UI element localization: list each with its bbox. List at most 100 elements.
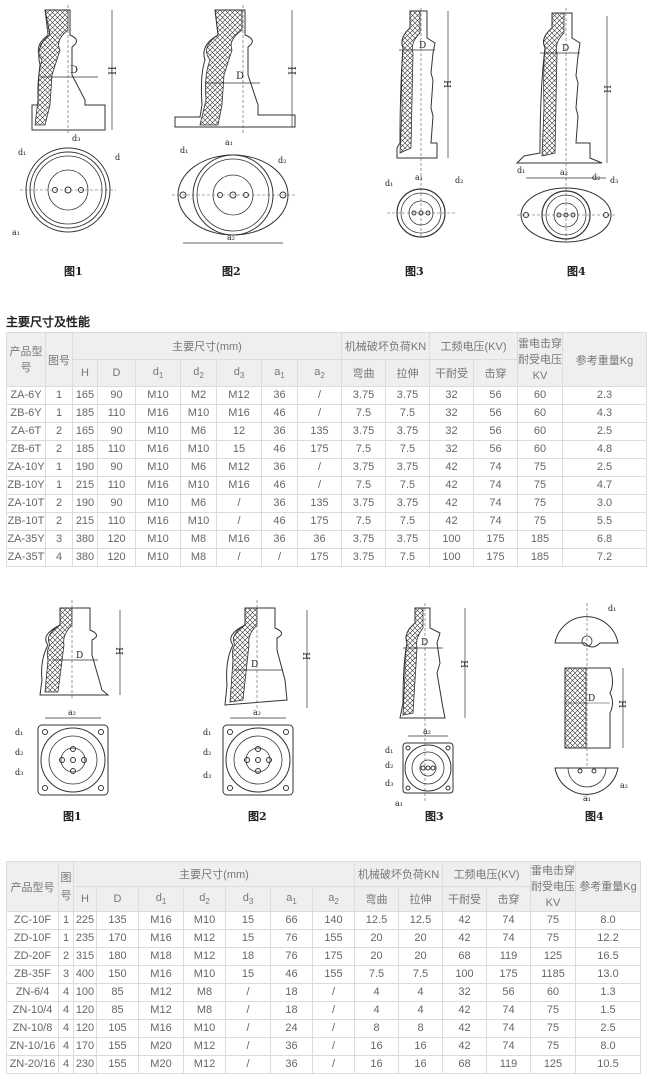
svg-text:H: H <box>619 700 629 708</box>
table-cell: ZA-10Y <box>6 458 46 477</box>
table-cell: / <box>297 458 342 477</box>
fig-caption-2: 图2 <box>222 265 241 278</box>
svg-text:H: H <box>288 66 299 75</box>
table-cell: 75 <box>517 476 563 495</box>
table-cell: 20 <box>354 947 399 966</box>
table-cell: 110 <box>97 476 136 495</box>
header-mech-load: 机械破坏负荷KN <box>354 861 443 887</box>
table-cell: M8 <box>183 983 226 1002</box>
table-cell: 75 <box>517 458 563 477</box>
table-cell: 15 <box>216 440 262 459</box>
table-cell: 16 <box>398 1037 443 1056</box>
table-cell: ZA-35T <box>6 548 46 567</box>
svg-text:a₂: a₂ <box>620 781 628 790</box>
table-cell: 46 <box>261 512 298 531</box>
table-cell: 8.0 <box>575 1037 641 1056</box>
svg-text:d₂: d₂ <box>455 176 463 185</box>
table-cell: M10 <box>135 422 181 441</box>
table-cell: 2.3 <box>562 386 647 405</box>
table-cell: 100 <box>442 965 487 984</box>
table-cell: 5.5 <box>562 512 647 531</box>
table-cell: 105 <box>96 1019 139 1038</box>
table-cell: 46 <box>261 476 298 495</box>
table-cell: 100 <box>429 548 474 567</box>
fig-caption-b2: 图2 <box>248 810 267 823</box>
header-dry: 干耐受 <box>429 359 474 387</box>
table-cell: 56 <box>473 422 518 441</box>
table-cell: 74 <box>486 1037 531 1056</box>
table-cell: M6 <box>180 494 217 513</box>
table-cell: 68 <box>442 1055 487 1074</box>
table-cell: 7.2 <box>562 548 647 567</box>
table-cell: 135 <box>297 494 342 513</box>
table-cell: M6 <box>180 422 217 441</box>
table-cell: ZB-10T <box>6 512 46 531</box>
table-cell: 42 <box>429 476 474 495</box>
table-cell: ZB-35F <box>6 965 59 984</box>
svg-text:d₁: d₁ <box>517 166 525 175</box>
header-D: D <box>96 886 139 912</box>
table-cell: / <box>225 1001 271 1020</box>
table-cell: 42 <box>429 494 474 513</box>
table-cell: 36 <box>261 530 298 549</box>
table-cell: 215 <box>72 476 98 495</box>
table-cell: 60 <box>517 440 563 459</box>
svg-text:d₁: d₁ <box>15 728 23 737</box>
table-cell: M16 <box>216 404 262 423</box>
table-cell: 3.75 <box>341 494 386 513</box>
table-cell: 7.5 <box>341 440 386 459</box>
table-cell: 110 <box>97 440 136 459</box>
table-cell: 42 <box>442 929 487 948</box>
table-cell: 2.5 <box>575 1019 641 1038</box>
table-cell: 3.75 <box>385 530 430 549</box>
table-cell: 32 <box>429 404 474 423</box>
table-cell: 2.5 <box>562 458 647 477</box>
table-cell: 4 <box>398 983 443 1002</box>
header-puncture: 击穿 <box>486 886 531 912</box>
svg-text:d₂: d₂ <box>203 748 211 757</box>
table-cell: 4 <box>398 1001 443 1020</box>
table-cell: M16 <box>138 929 184 948</box>
table-cell: 170 <box>73 1037 97 1056</box>
table-cell: 185 <box>517 548 563 567</box>
table-cell: 4 <box>58 1037 74 1056</box>
table-cell: 1 <box>45 476 73 495</box>
table-cell: 4 <box>58 983 74 1002</box>
table-cell: 90 <box>97 422 136 441</box>
svg-text:d₁: d₁ <box>608 604 616 613</box>
table-cell: M8 <box>183 1001 226 1020</box>
table-cell: 66 <box>270 911 313 930</box>
table-cell: M18 <box>138 947 184 966</box>
svg-text:d₃: d₃ <box>203 771 211 780</box>
header-lightning: 雷电击穿耐受电压KV <box>517 332 563 387</box>
table-cell: 76 <box>270 929 313 948</box>
table-cell: 42 <box>442 911 487 930</box>
table-cell: 4.8 <box>562 440 647 459</box>
table-cell: M16 <box>135 440 181 459</box>
table-cell: 155 <box>312 929 355 948</box>
svg-text:H: H <box>116 647 126 655</box>
header-bend: 弯曲 <box>341 359 386 387</box>
table-cell: ZB-6Y <box>6 404 46 423</box>
table-cell: 165 <box>72 386 98 405</box>
table-cell: 140 <box>312 911 355 930</box>
table-cell: 75 <box>530 1019 576 1038</box>
table-cell: 170 <box>96 929 139 948</box>
header-main-dims: 主要尺寸(mm) <box>72 332 342 360</box>
svg-text:a₂: a₂ <box>227 233 235 242</box>
table-cell: 215 <box>72 512 98 531</box>
svg-text:H: H <box>444 80 454 88</box>
table-cell: 56 <box>473 440 518 459</box>
table-cell: 20 <box>398 947 443 966</box>
svg-text:a₂: a₂ <box>253 708 261 717</box>
svg-text:a₂: a₂ <box>68 708 76 717</box>
table-cell: 120 <box>73 1019 97 1038</box>
table-cell: 32 <box>429 386 474 405</box>
